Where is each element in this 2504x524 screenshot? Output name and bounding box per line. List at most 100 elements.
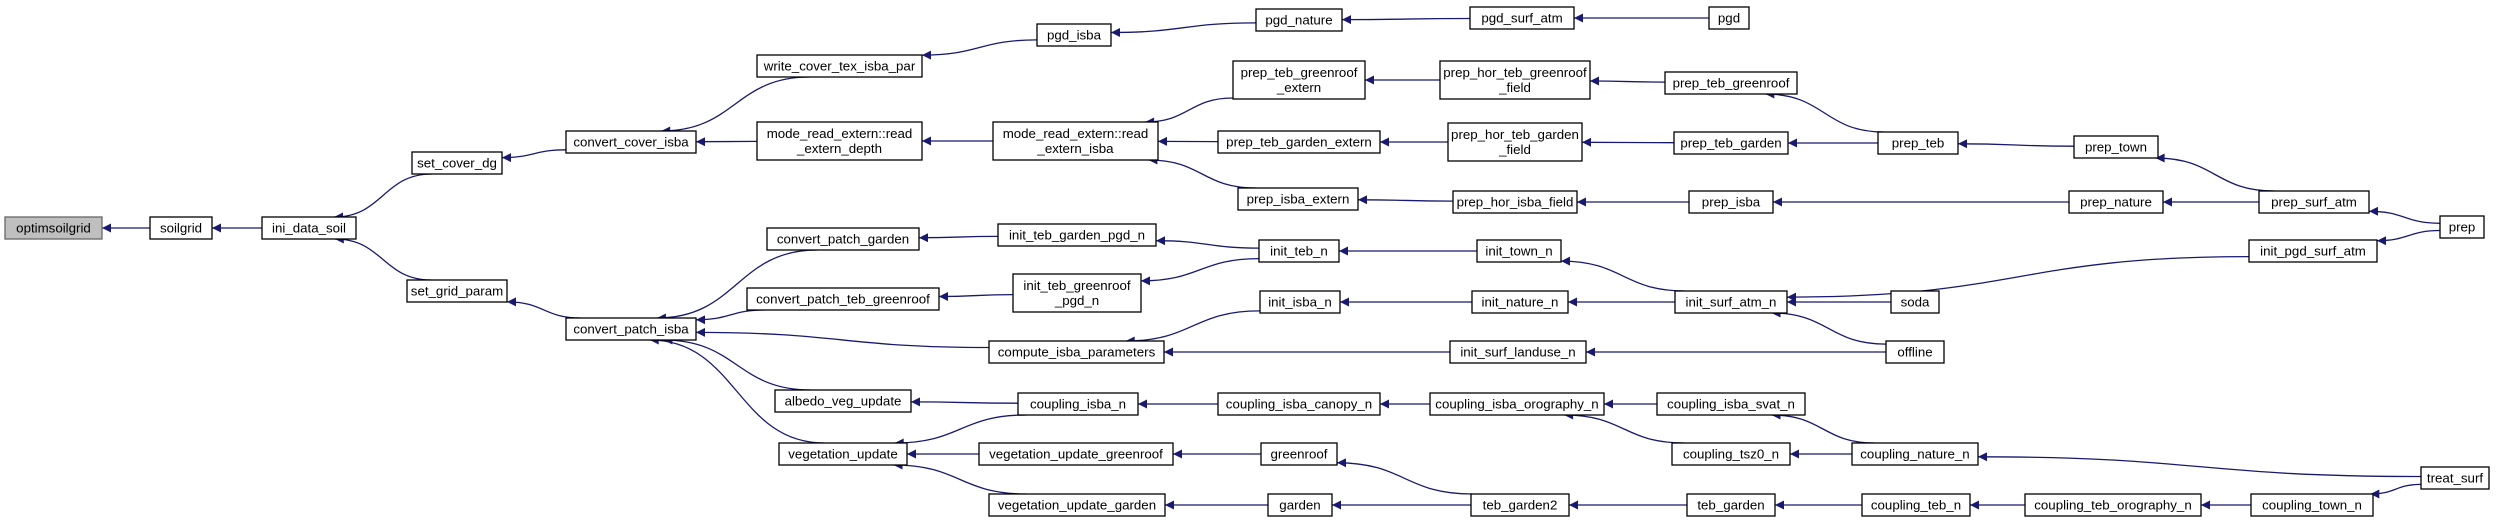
node-teb-garden[interactable]: teb_garden: [1686, 493, 1776, 517]
node-convert-patch-garden[interactable]: convert_patch_garden: [766, 227, 920, 251]
node-box: [1851, 442, 1979, 466]
node-prep-nature[interactable]: prep_nature: [2068, 190, 2164, 214]
node-treat-surf[interactable]: treat_surf: [2420, 466, 2490, 490]
node-label: _extern: [1276, 80, 1321, 95]
node-mode-read-extern-read-extern-depth-a[interactable]: mode_read_extern::read_extern_depth: [756, 121, 923, 161]
node-init-teb-greenroof-pgd-n[interactable]: init_teb_greenroof_pgd_n: [1012, 273, 1142, 313]
node-label: teb_garden: [1697, 498, 1764, 513]
node-convert-cover-isba[interactable]: convert_cover_isba: [565, 130, 697, 154]
node-prep-teb-garden-extern[interactable]: prep_teb_garden_extern: [1217, 130, 1381, 154]
node-init-nature-n[interactable]: init_nature_n: [1471, 290, 1569, 314]
node-init-isba-n[interactable]: init_isba_n: [1259, 290, 1341, 314]
node-vegetation-update[interactable]: vegetation_update: [778, 442, 908, 466]
node-pgd[interactable]: pgd: [1708, 6, 1750, 30]
node-init-pgd-surf-atm[interactable]: init_pgd_surf_atm: [2248, 239, 2378, 263]
node-label: prep_teb_garden_extern: [1226, 135, 1372, 150]
node-convert-patch-teb-greenroof[interactable]: convert_patch_teb_greenroof: [746, 287, 940, 311]
node-soda[interactable]: soda: [1890, 290, 1940, 314]
node-box: [2024, 493, 2202, 517]
node-label: soda: [1901, 295, 1930, 310]
node-box: [774, 389, 912, 413]
node-prep-surf-atm[interactable]: prep_surf_atm: [2258, 190, 2370, 214]
node-albedo-veg-update[interactable]: albedo_veg_update: [774, 389, 912, 413]
node-box: [1217, 130, 1381, 154]
node-label: prep_hor_teb_garden: [1451, 127, 1579, 142]
node-pgd-isba[interactable]: pgd_isba: [1036, 23, 1112, 47]
node-box: [1664, 71, 1798, 95]
node-init-teb-garden-pgd-n[interactable]: init_teb_garden_pgd_n: [997, 223, 1157, 247]
node-coupling-isba-n[interactable]: coupling_isba_n: [1017, 392, 1139, 416]
node-label: prep_teb_garden: [1680, 136, 1781, 151]
edge-init-teb-greenroof-pgd-n-to-convert-patch-teb-greenroof: [938, 291, 1014, 301]
node-label: init_surf_landuse_n: [1460, 345, 1575, 360]
node-prep-teb-greenroof[interactable]: prep_teb_greenroof: [1664, 71, 1798, 95]
node-label: write_cover_tex_isba_par: [763, 59, 916, 74]
node-prep-isba-extern[interactable]: prep_isba_extern: [1237, 187, 1359, 211]
node-coupling-teb-orography-n[interactable]: coupling_teb_orography_n: [2024, 493, 2202, 517]
node-optimsoilgrid[interactable]: optimsoilgrid: [4, 216, 103, 240]
edge-init-surf-atm-n-to-init-town-n: [1560, 256, 1686, 292]
node-pgd-surf-atm[interactable]: pgd_surf_atm: [1469, 6, 1575, 30]
node-label: _pgd_n: [1054, 293, 1099, 308]
node-teb-garden2[interactable]: teb_garden2: [1470, 493, 1570, 517]
node-init-town-n[interactable]: init_town_n: [1476, 239, 1562, 263]
node-prep[interactable]: prep: [2439, 215, 2485, 239]
node-label: init_teb_n: [1270, 244, 1328, 259]
edge-convert-patch-garden-to-convert-patch-isba: [656, 249, 818, 323]
node-box: [1688, 190, 1774, 214]
node-box: [1885, 340, 1945, 364]
node-coupling-nature-n[interactable]: coupling_nature_n: [1851, 442, 1979, 466]
node-coupling-tsz0-n[interactable]: coupling_tsz0_n: [1671, 442, 1791, 466]
node-vegetation-update-garden[interactable]: vegetation_update_garden: [988, 493, 1166, 517]
node-prep-hor-teb-greenroof-field[interactable]: prep_hor_teb_greenroof_field: [1439, 60, 1591, 100]
node-greenroof[interactable]: greenroof: [1260, 442, 1338, 466]
node-coupling-town-n[interactable]: coupling_town_n: [2250, 493, 2374, 517]
node-prep-teb-garden[interactable]: prep_teb_garden: [1673, 131, 1789, 155]
node-box: [1708, 6, 1750, 30]
node-label: prep_hor_teb_greenroof: [1443, 65, 1587, 80]
node-prep-teb[interactable]: prep_teb: [1877, 131, 1959, 155]
node-label: prep_surf_atm: [2271, 195, 2357, 210]
node-coupling-isba-canopy-n[interactable]: coupling_isba_canopy_n: [1217, 392, 1381, 416]
node-convert-patch-isba[interactable]: convert_patch_isba: [565, 317, 697, 341]
node-label: mode_read_extern::read: [767, 126, 913, 141]
node-write-cover-tex-isba-par[interactable]: write_cover_tex_isba_par: [756, 54, 923, 78]
node-prep-teb-greenroof-extern[interactable]: prep_teb_greenroof_extern: [1232, 60, 1366, 100]
node-label: compute_isba_parameters: [998, 345, 1156, 360]
node-set-grid-param[interactable]: set_grid_param: [406, 279, 508, 303]
node-prep-isba[interactable]: prep_isba: [1688, 190, 1774, 214]
node-prep-hor-isba-field[interactable]: prep_hor_isba_field: [1452, 190, 1578, 214]
edge-prep-to-init-pgd-surf-atm: [2376, 229, 2441, 246]
node-label: _extern_depth: [796, 141, 882, 156]
node-compute-isba-parameters[interactable]: compute_isba_parameters: [988, 340, 1165, 364]
node-init-surf-landuse-n[interactable]: init_surf_landuse_n: [1449, 340, 1587, 364]
node-init-teb-n[interactable]: init_teb_n: [1258, 239, 1340, 263]
node-box: [1267, 493, 1333, 517]
node-box: [1255, 8, 1343, 32]
node-vegetation-update-greenroof[interactable]: vegetation_update_greenroof: [978, 442, 1174, 466]
node-box: [746, 287, 940, 311]
node-mode-read-extern-read-extern-isba[interactable]: mode_read_extern::read_extern_isba: [992, 121, 1159, 161]
node-box: [2073, 135, 2159, 159]
node-box: [411, 151, 503, 175]
node-offline[interactable]: offline: [1885, 340, 1945, 364]
node-garden[interactable]: garden: [1267, 493, 1333, 517]
node-set-cover-dg[interactable]: set_cover_dg: [411, 151, 503, 175]
node-coupling-isba-svat-n[interactable]: coupling_isba_svat_n: [1656, 392, 1806, 416]
edge-prep-isba-extern-to-mode-read-extern-read-extern-isba: [1148, 155, 1256, 189]
node-prep-hor-teb-garden-field[interactable]: prep_hor_teb_garden_field: [1447, 122, 1583, 162]
node-label: optimsoilgrid: [16, 221, 91, 236]
node-coupling-teb-n[interactable]: coupling_teb_n: [1861, 493, 1971, 517]
node-coupling-isba-orography-n[interactable]: coupling_isba_orography_n: [1429, 392, 1605, 416]
node-soilgrid[interactable]: soilgrid: [149, 216, 213, 240]
node-label: pgd_nature: [1265, 13, 1332, 28]
edge-set-cover-dg-to-ini-data-soil: [333, 173, 433, 222]
node-init-surf-atm-n[interactable]: init_surf_atm_n: [1674, 290, 1788, 314]
node-box: [261, 216, 357, 240]
node-pgd-nature[interactable]: pgd_nature: [1255, 8, 1343, 32]
node-label: init_teb_greenroof: [1023, 278, 1130, 293]
node-box: [2258, 190, 2370, 214]
node-ini-data-soil[interactable]: ini_data_soil: [261, 216, 357, 240]
node-prep-town[interactable]: prep_town: [2073, 135, 2159, 159]
node-label: prep_hor_isba_field: [1457, 195, 1574, 210]
